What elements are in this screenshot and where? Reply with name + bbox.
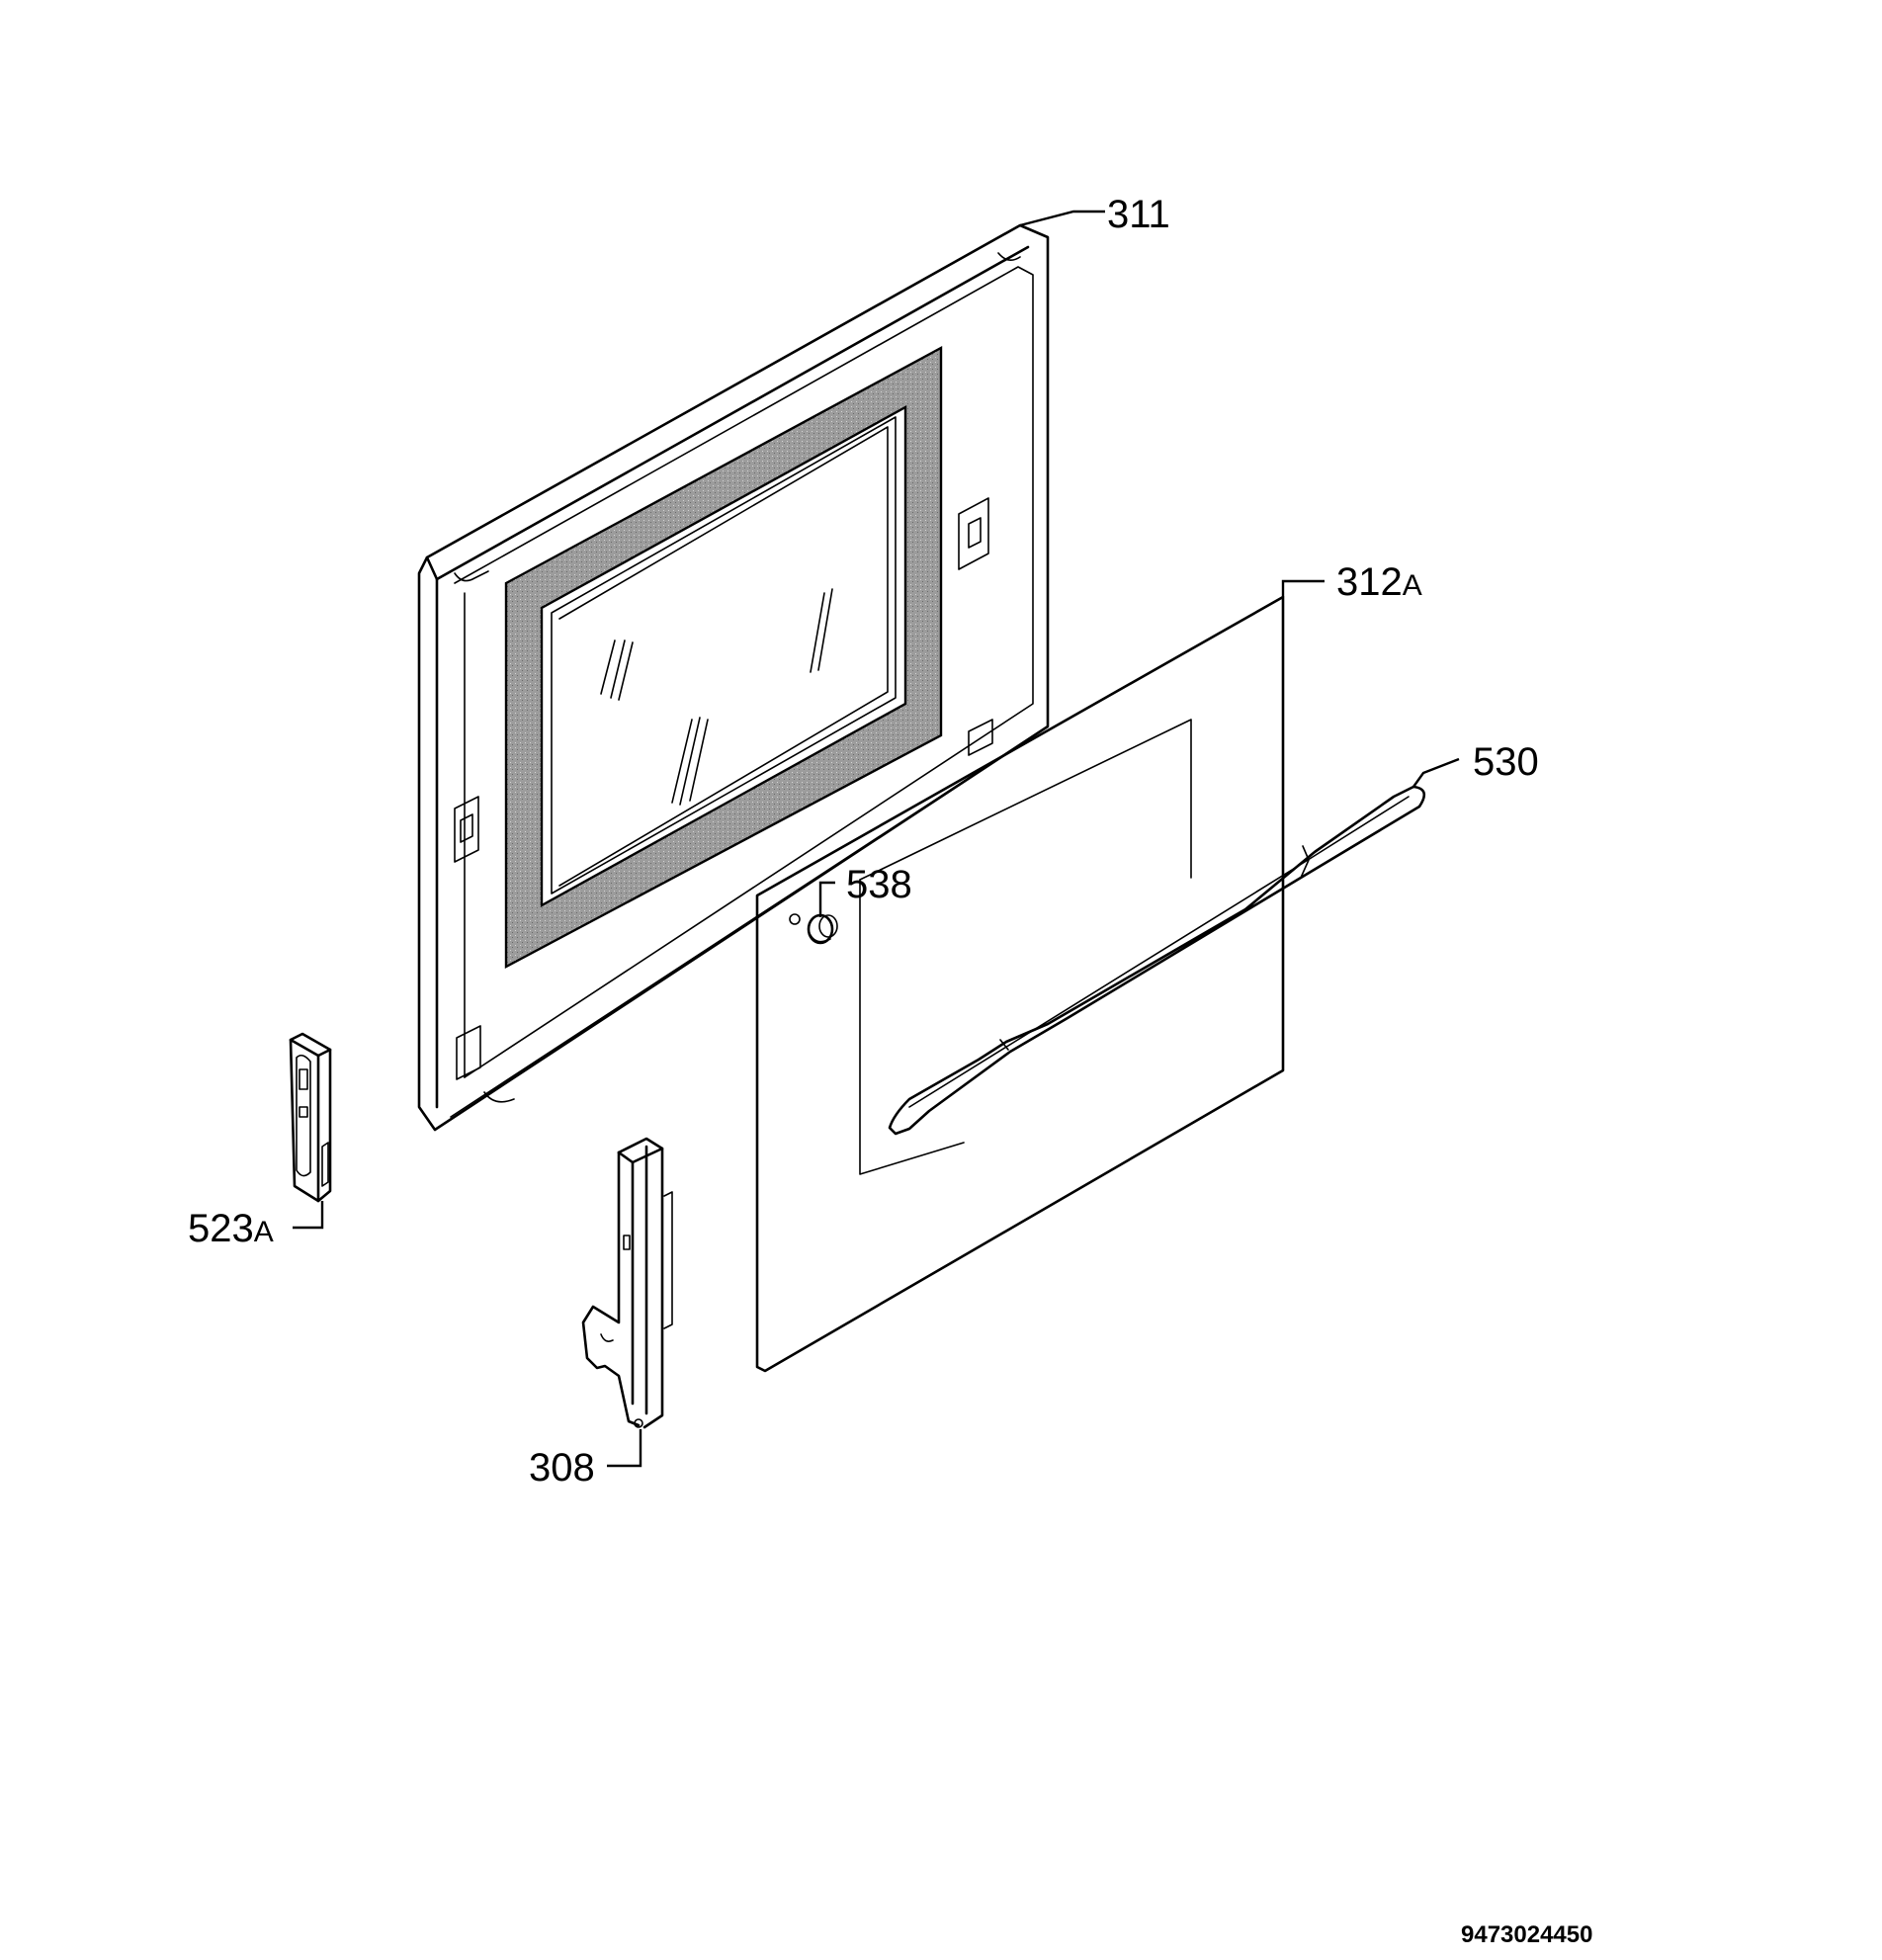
document-number: 9473024450 bbox=[1461, 1921, 1592, 1948]
door-catch-part-523a bbox=[289, 1032, 332, 1203]
callout-523a: 523A bbox=[188, 1207, 274, 1250]
callout-530: 530 bbox=[1473, 740, 1539, 784]
callout-leaders bbox=[293, 210, 1460, 1468]
callout-308: 308 bbox=[529, 1446, 595, 1490]
inner-glass-pane bbox=[551, 416, 897, 895]
callout-311: 311 bbox=[1107, 193, 1170, 236]
inner-door-frame-part-311 bbox=[417, 223, 1050, 1132]
door-handle-part-530 bbox=[888, 785, 1426, 1136]
callout-312a: 312A bbox=[1336, 560, 1422, 604]
door-hinge-part-308 bbox=[581, 1137, 673, 1429]
outer-glass-panel-part-312a bbox=[755, 595, 1285, 1373]
callout-538: 538 bbox=[846, 863, 912, 906]
window-gasket bbox=[504, 345, 943, 969]
handle-screw-part-538 bbox=[807, 913, 838, 945]
